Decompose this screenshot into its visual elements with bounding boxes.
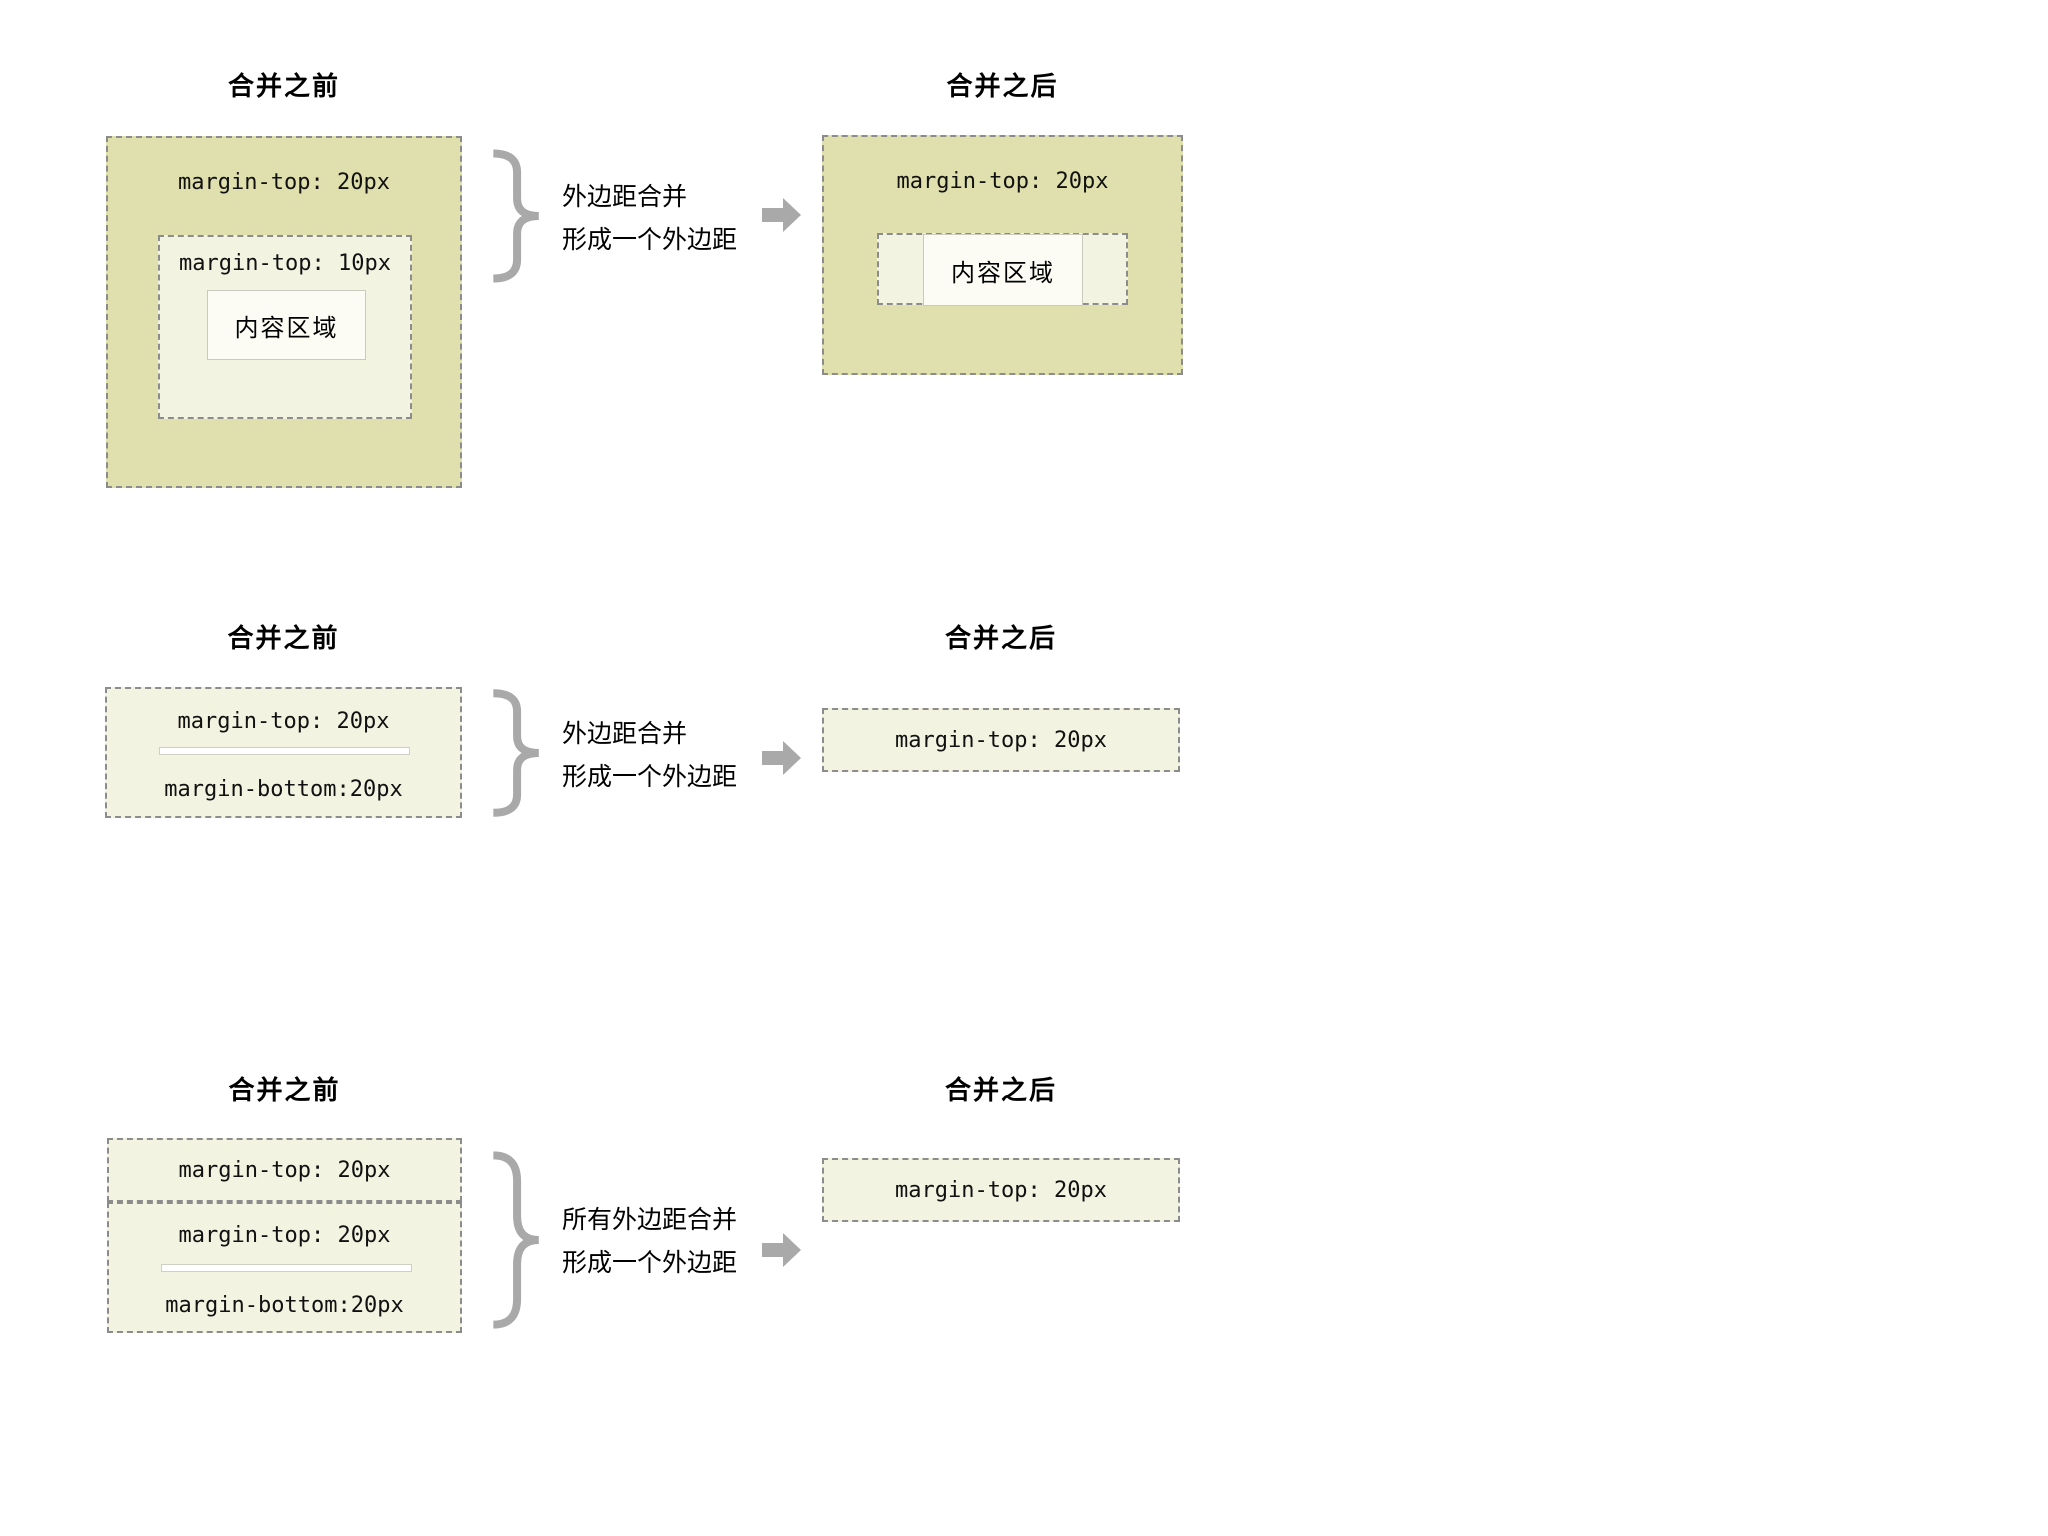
section1-merged-content-label: 内容区域 bbox=[951, 258, 1055, 287]
section1-content-label: 内容区域 bbox=[234, 313, 339, 342]
section2-merged-margin-label: margin-top: 20px bbox=[895, 727, 1107, 753]
section2-margin-box: margin-top: 20px margin-bottom:20px bbox=[105, 687, 462, 818]
section1-outer-margin-box: margin-top: 20px margin-top: 10px 内容区域 bbox=[106, 136, 462, 488]
section1-merged-content-box: 内容区域 bbox=[923, 234, 1083, 306]
section2-note-line1: 外边距合并 bbox=[562, 719, 688, 748]
section1-title-before: 合并之前 bbox=[227, 72, 340, 102]
section3-box-a: margin-top: 20px bbox=[107, 1138, 462, 1202]
section3-merge-note: 所有外边距合并 形成一个外边距 bbox=[562, 1198, 737, 1284]
section3-note-line2: 形成一个外边距 bbox=[562, 1248, 738, 1277]
arrow-right-icon bbox=[762, 741, 801, 775]
section1-note-line1: 外边距合并 bbox=[562, 182, 688, 211]
section3-merged-box: margin-top: 20px bbox=[822, 1158, 1180, 1222]
section2-margin-bottom-label: margin-bottom:20px bbox=[164, 777, 403, 802]
section3-box-b-margin-bottom-label: margin-bottom:20px bbox=[165, 1293, 404, 1318]
section1-note-line2: 形成一个外边距 bbox=[562, 225, 738, 254]
section3-merged-margin-label: margin-top: 20px bbox=[895, 1177, 1107, 1203]
arrow-right-icon bbox=[762, 198, 801, 232]
section3-note-line1: 所有外边距合并 bbox=[562, 1205, 738, 1234]
section1-outer-margin-label: margin-top: 20px bbox=[178, 170, 390, 195]
section1-merged-box: margin-top: 20px 内容区域 bbox=[822, 135, 1183, 375]
section1-merged-margin-label: margin-top: 20px bbox=[896, 169, 1109, 194]
section1-merge-note: 外边距合并 形成一个外边距 bbox=[562, 175, 737, 261]
section2-merged-box: margin-top: 20px bbox=[822, 708, 1180, 772]
section1-title-after: 合并之后 bbox=[946, 72, 1059, 102]
section3-box-b: margin-top: 20px margin-bottom:20px bbox=[107, 1202, 462, 1333]
section1-content-box: 内容区域 bbox=[207, 290, 366, 360]
section1-inner-margin-label: margin-top: 10px bbox=[179, 251, 391, 276]
section2-title-after: 合并之后 bbox=[944, 624, 1057, 654]
section3-box-b-margin-top-label: margin-top: 20px bbox=[178, 1223, 391, 1248]
curly-brace-icon bbox=[483, 148, 545, 284]
curly-brace-icon bbox=[483, 688, 545, 818]
section3-box-a-label: margin-top: 20px bbox=[178, 1157, 391, 1183]
section1-merged-inner-box: 内容区域 bbox=[877, 233, 1128, 306]
section3-title-after: 合并之后 bbox=[944, 1076, 1057, 1106]
arrow-right-icon bbox=[762, 1233, 801, 1267]
section2-margin-top-label: margin-top: 20px bbox=[177, 709, 390, 734]
section1-inner-margin-box: margin-top: 10px 内容区域 bbox=[158, 235, 412, 419]
section2-note-line2: 形成一个外边距 bbox=[562, 762, 738, 791]
section2-title-before: 合并之前 bbox=[227, 624, 340, 654]
section3-divider bbox=[161, 1264, 412, 1272]
section3-title-before: 合并之前 bbox=[228, 1076, 341, 1106]
section2-merge-note: 外边距合并 形成一个外边距 bbox=[562, 712, 737, 798]
section2-divider bbox=[159, 747, 410, 755]
curly-brace-icon bbox=[483, 1148, 545, 1332]
